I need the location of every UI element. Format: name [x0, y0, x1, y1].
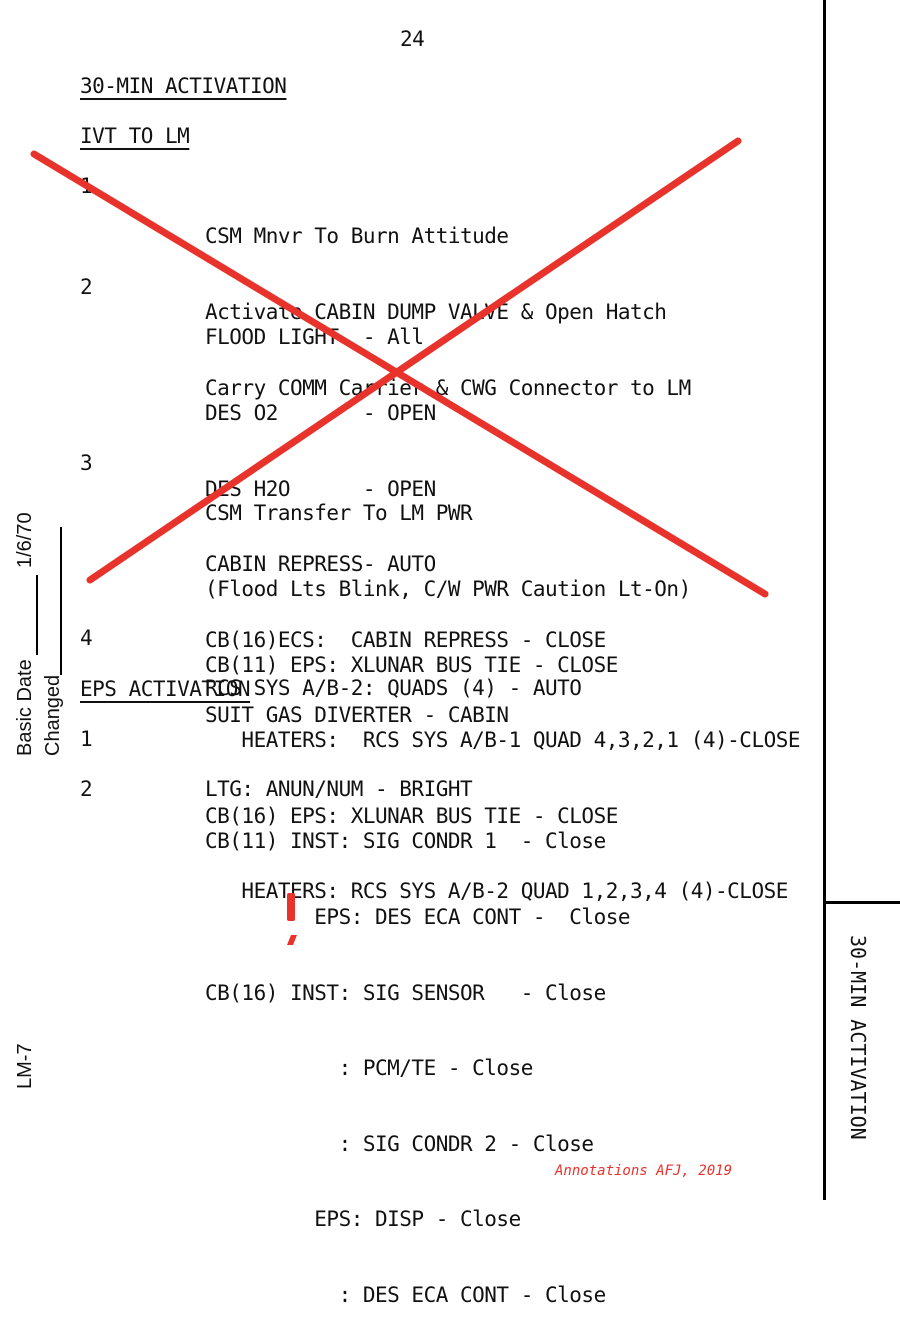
step-line: EPS: DES ECA CONT - Close [205, 905, 631, 930]
ivt-step-2: FLOOD LIGHT - All DES O2 - OPEN DES H2O … [205, 275, 606, 754]
step-line: : DES ECA CONT - Close [205, 1283, 607, 1308]
right-margin-rule [823, 0, 826, 1200]
step-line: HEATERS: RCS SYS A/B-1 QUAD 4,3,2,1 (4)-… [205, 728, 801, 753]
step-line: SUIT GAS DIVERTER - CABIN [205, 703, 509, 728]
step-line: CB(11) EPS: XLUNAR BUS TIE - CLOSE [205, 652, 618, 677]
step-line: DES O2 - OPEN [205, 401, 436, 426]
annotation-overlay [30, 137, 769, 945]
step-line: CB(11) INST: SIG CONDR 1 - Close [205, 829, 606, 854]
step-line: CB(16)ECS: CABIN REPRESS - CLOSE [205, 627, 606, 652]
step-line: CSM Mnvr To Burn Attitude [205, 224, 509, 249]
eps-heading: EPS ACTIVATION [80, 677, 251, 701]
step-line: : SIG CONDR 2 - Close [205, 1131, 595, 1156]
basic-date-rule [36, 575, 38, 655]
ivt-step-1: CSM Mnvr To Burn Attitude Activate CABIN… [205, 174, 691, 426]
changed-rule [60, 527, 62, 675]
section-title: 30-MIN ACTIVATION [80, 74, 287, 98]
ivt-step-4-number: 4 [80, 626, 93, 650]
annotation-credit: Annotations AFJ, 2019 [555, 1163, 733, 1179]
step-line: LTG: ANUN/NUM - BRIGHT [205, 777, 473, 802]
ivt-step-3-number: 3 [80, 451, 93, 475]
step-line: (Flood Lts Blink, C/W PWR Caution Lt-On) [205, 577, 691, 602]
step-line: CABIN REPRESS- AUTO [205, 552, 436, 577]
step-line: CB(16) EPS: XLUNAR BUS TIE - CLOSE [205, 803, 618, 828]
ivt-step-2-number: 2 [80, 275, 93, 299]
step-line: EPS: DISP - Close [205, 1207, 521, 1232]
exclamation-mark [287, 893, 297, 945]
eps-step-2-number: 2 [80, 777, 93, 801]
eps-step-1-number: 1 [80, 727, 93, 751]
cross-out-stroke [86, 137, 742, 584]
page-number: 24 [400, 27, 425, 51]
step-line: DES H2O - OPEN [205, 476, 436, 501]
ivt-step-4: RCS SYS A/B-2: QUADS (4) - AUTO [205, 626, 582, 727]
step-line: CB(16) INST: SIG SENSOR - Close [205, 980, 606, 1005]
eps-step-1: LTG: ANUN/NUM - BRIGHT [205, 727, 473, 828]
step-line: : PCM/TE - Close [205, 1056, 534, 1081]
ivt-heading: IVT TO LM [80, 124, 190, 148]
ivt-step-3: CSM Transfer To LM PWR (Flood Lts Blink,… [205, 451, 801, 930]
step-line: Carry COMM Carrier & CWG Connector to LM [205, 375, 691, 400]
step-line: RCS SYS A/B-2: QUADS (4) - AUTO [205, 676, 582, 701]
step-line: CSM Transfer To LM PWR [205, 501, 473, 526]
tab-divider [823, 901, 900, 904]
